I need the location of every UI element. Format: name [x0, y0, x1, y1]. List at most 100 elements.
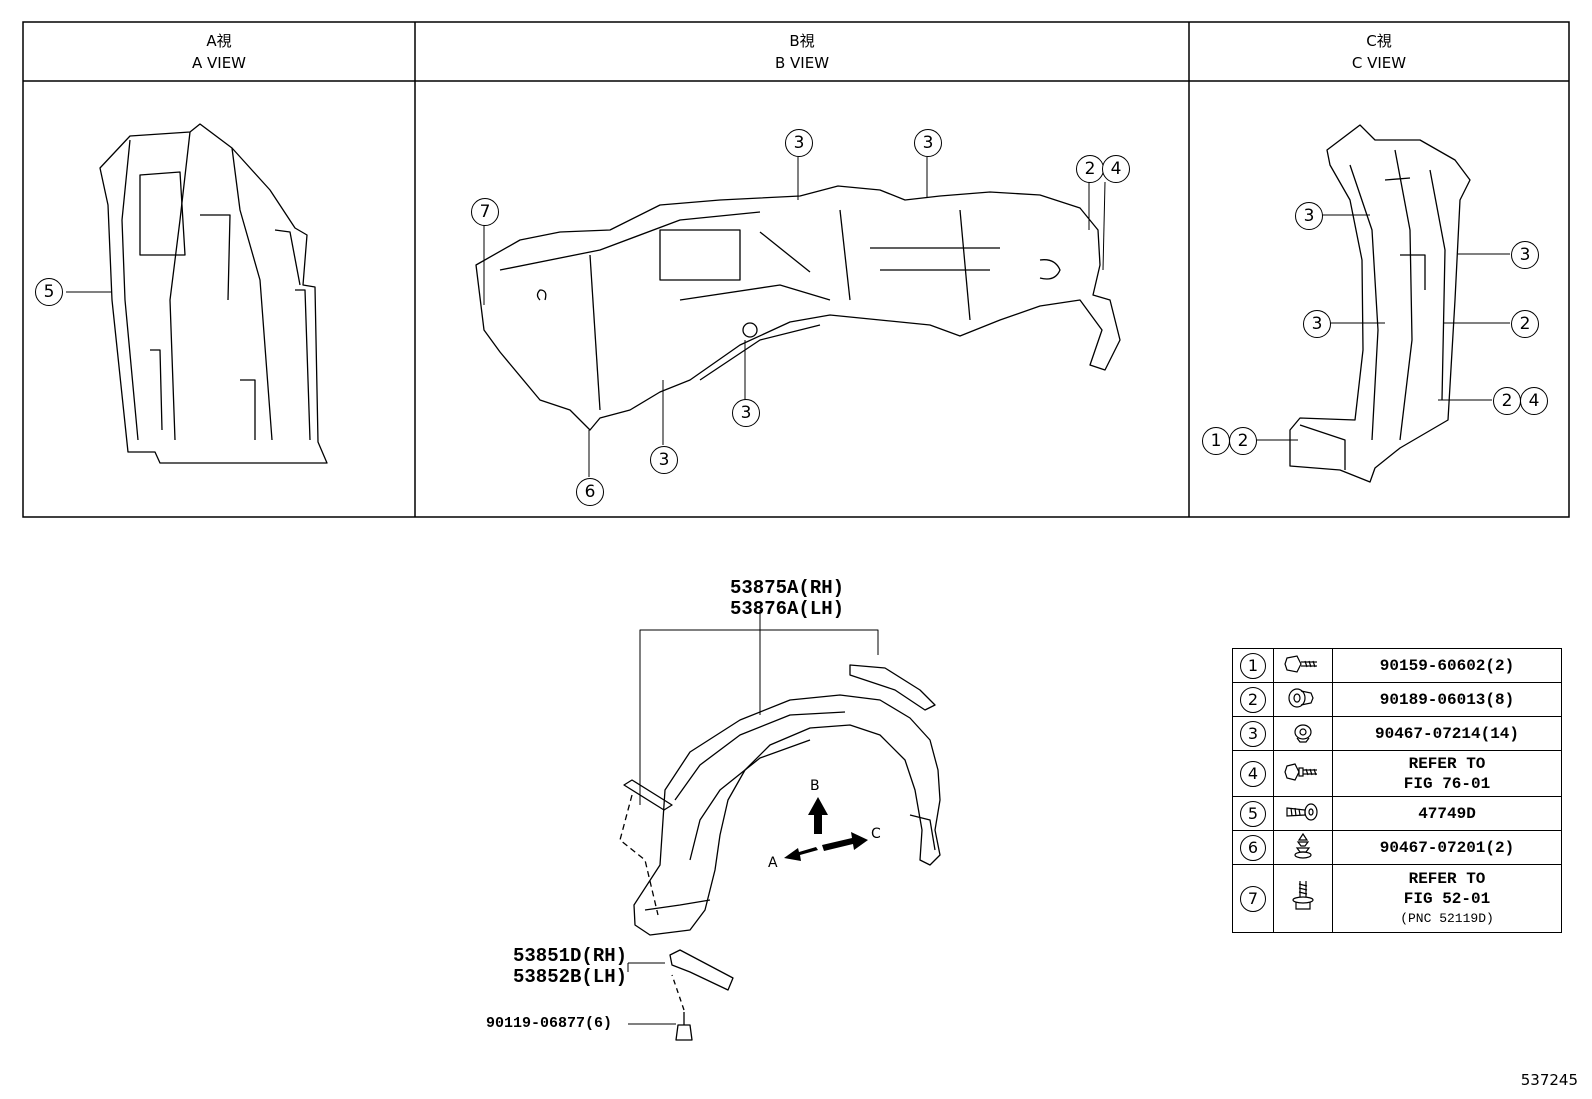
- legend-part-cell: 90189-06013(8): [1332, 682, 1562, 717]
- legend-num-cell: 1: [1232, 648, 1274, 683]
- legend-line: 90467-07201(2): [1379, 838, 1515, 857]
- legend-part-cell: REFER TO FIG 52-01 (PNC 52119D): [1332, 864, 1562, 933]
- callout-text: 4: [1110, 159, 1122, 179]
- legend-icon-cell: [1273, 648, 1333, 683]
- hex-bolt-icon: [1284, 762, 1317, 781]
- legend-line: 90189-06013(8): [1379, 690, 1515, 709]
- callout-text: 5: [43, 282, 55, 302]
- b-view-liner-drawing: [475, 185, 1121, 431]
- ac-view-leaders: [66, 214, 1510, 441]
- legend-part-cell: 90159-60602(2): [1332, 648, 1562, 683]
- bolt-washer-icon: [1292, 880, 1314, 910]
- legend-num: 7: [1240, 885, 1266, 912]
- legend-line: 47749D: [1418, 804, 1476, 823]
- bracket-part-labels: 53851D(RH) 53852B(LH): [513, 946, 627, 988]
- hex-flange-bolt-icon: [1284, 654, 1317, 673]
- legend-num: 6: [1240, 834, 1266, 861]
- b-view-jp: B視: [789, 32, 815, 50]
- arrow-b-icon: [808, 797, 828, 834]
- callout-b-3-lower: 3: [650, 446, 678, 474]
- legend-row-7: 7 REFER TO FIG 52-01 (PNC 52119D): [1232, 864, 1562, 933]
- b-view-en: B VIEW: [774, 54, 830, 72]
- callout-text: 2: [1501, 391, 1513, 411]
- callout-text: 3: [793, 133, 805, 153]
- arrow-a-icon: [784, 847, 818, 861]
- a-view-en: A VIEW: [191, 54, 247, 72]
- legend-line: REFER TO: [1408, 869, 1486, 888]
- legend-num-cell: 6: [1232, 830, 1274, 865]
- callout-text: 3: [922, 133, 934, 153]
- screw-grommet-icon: [1286, 802, 1318, 821]
- callout-c-3-top: 3: [1295, 202, 1323, 230]
- legend-part-cell: 90467-07214(14): [1332, 716, 1562, 751]
- direction-a-label: A: [768, 855, 778, 871]
- legend-row-3: 3 90467-07214(14): [1232, 716, 1562, 751]
- b-view-leaders: [483, 157, 1106, 477]
- direction-b-label: B: [810, 778, 820, 794]
- legend-num: 2: [1240, 686, 1266, 713]
- c-view-jp: C視: [1366, 32, 1392, 50]
- callout-b-3-left: 3: [785, 129, 813, 157]
- legend-icon-cell: [1273, 682, 1333, 717]
- legend-num: 3: [1240, 720, 1266, 747]
- callout-text: 3: [1311, 314, 1323, 334]
- callout-text: 3: [740, 403, 752, 423]
- callout-b-7: 7: [471, 198, 499, 226]
- callout-text: 3: [1519, 245, 1531, 265]
- legend-part-cell: 47749D: [1332, 796, 1562, 831]
- legend-num: 4: [1240, 760, 1266, 787]
- legend-row-4: 4 REFER TO FIG 76-01: [1232, 750, 1562, 797]
- legend-icon-cell: [1273, 864, 1333, 933]
- callout-c-1: 1: [1202, 427, 1230, 455]
- legend-row-2: 2 90189-06013(8): [1232, 682, 1562, 717]
- callout-c-4: 4: [1520, 387, 1548, 415]
- legend-num-cell: 5: [1232, 796, 1274, 831]
- callout-a-5: 5: [35, 278, 63, 306]
- arrow-c-icon: [822, 832, 868, 851]
- push-clip-icon: [1294, 723, 1312, 743]
- callout-c-2-left: 2: [1229, 427, 1257, 455]
- legend-row-6: 6 90467-07201(2): [1232, 830, 1562, 865]
- legend-icon-cell: [1273, 750, 1333, 797]
- liner-rh-label: 53875A(RH): [730, 577, 845, 599]
- legend-line: 90467-07214(14): [1374, 724, 1520, 743]
- fastener-legend-table: 1 90159-60602(2) 2 90189-06013(8) 3 9046…: [1232, 648, 1562, 933]
- callout-text: 7: [479, 202, 491, 222]
- callout-c-3-mid: 3: [1303, 310, 1331, 338]
- bolt-part-label: 90119-06877(6): [486, 1015, 613, 1032]
- callout-b-6: 6: [576, 478, 604, 506]
- callout-b-3-center: 3: [732, 399, 760, 427]
- callout-text: 2: [1084, 159, 1096, 179]
- a-view-jp: A視: [206, 32, 232, 50]
- fender-liner-assembly-drawing: [619, 610, 941, 1041]
- bracket-lh-label: 53852B(LH): [513, 966, 628, 988]
- figure-number: 537245: [1520, 1071, 1578, 1089]
- c-view-liner-drawing: [1289, 124, 1471, 483]
- callout-text: 3: [1303, 206, 1315, 226]
- a-view-liner-drawing: [99, 123, 328, 464]
- liner-part-labels: 53875A(RH) 53876A(LH): [730, 578, 844, 620]
- callout-text: 3: [658, 450, 670, 470]
- legend-line: 90159-60602(2): [1379, 656, 1515, 675]
- bracket-rh-label: 53851D(RH): [513, 945, 628, 967]
- legend-part-cell: REFER TO FIG 76-01: [1332, 750, 1562, 797]
- callout-c-3-right: 3: [1511, 241, 1539, 269]
- callout-c-2-mid: 2: [1511, 310, 1539, 338]
- callout-b-2: 2: [1076, 155, 1104, 183]
- christmas-tree-clip-icon: [1294, 832, 1312, 859]
- legend-icon-cell: [1273, 716, 1333, 751]
- legend-num-cell: 4: [1232, 750, 1274, 797]
- legend-icon-cell: [1273, 830, 1333, 865]
- legend-line: REFER TO: [1408, 754, 1486, 773]
- legend-line: FIG 52-01: [1403, 889, 1491, 908]
- legend-part-cell: 90467-07201(2): [1332, 830, 1562, 865]
- clip-nut-icon: [1288, 687, 1314, 708]
- callout-c-2-low: 2: [1493, 387, 1521, 415]
- callout-text: 1: [1210, 431, 1222, 451]
- callout-text: 6: [584, 482, 596, 502]
- legend-row-5: 5 47749D: [1232, 796, 1562, 831]
- legend-num-cell: 7: [1232, 864, 1274, 933]
- callout-text: 2: [1237, 431, 1249, 451]
